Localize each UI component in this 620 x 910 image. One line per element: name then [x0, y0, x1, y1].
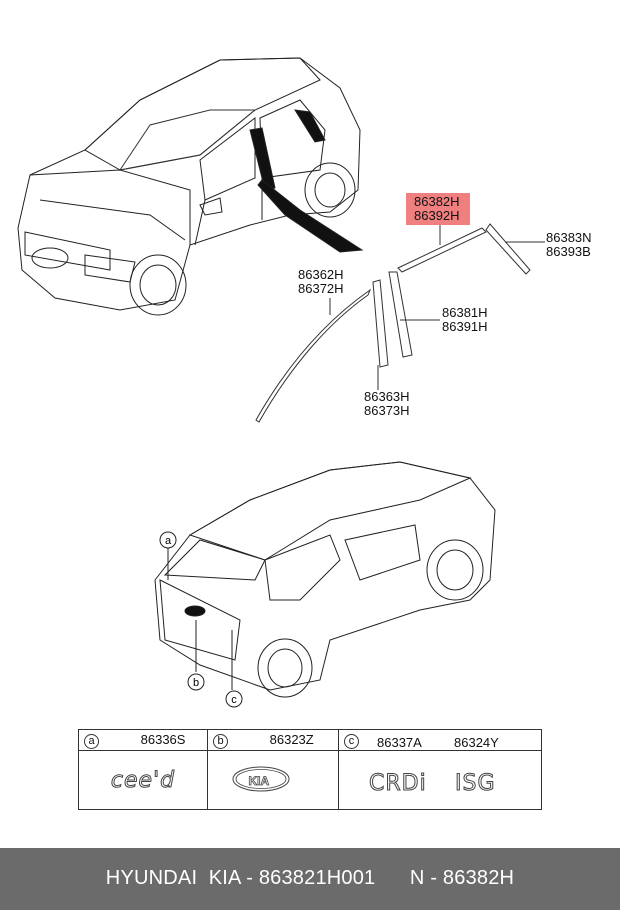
emblem-legend-table: a 86336S b 86323Z c cee'd KIA 86337A 863… — [78, 729, 542, 810]
roof-trim-callout: 86362H 86372H — [298, 268, 344, 296]
legend-cell-b: b 86323Z — [207, 729, 339, 751]
legend-letter-b: b — [213, 733, 228, 749]
legend-part-c2: 86324Y — [454, 735, 499, 750]
footer-bar: HYUNDAI KIA - 863821H001 N - 86382H — [0, 848, 620, 910]
part-86382h: 86382H — [414, 194, 460, 209]
highlighted-callout: 86382H 86392H — [406, 193, 470, 225]
legend-header-row: a 86336S b 86323Z c — [78, 729, 542, 751]
part-86381h: 86381H — [442, 305, 488, 320]
part-86373h: 86373H — [364, 403, 410, 418]
legend-letter-c: c — [344, 733, 359, 749]
rear-car-illustration — [154, 461, 496, 708]
part-86362h: 86362H — [298, 267, 344, 282]
part-86363h: 86363H — [364, 389, 410, 404]
emblem-ceed-text: cee'd — [110, 767, 176, 793]
part-86372h: 86372H — [298, 281, 344, 296]
legend-cell-c: c — [338, 729, 542, 751]
emblem-kia: KIA — [207, 750, 339, 810]
kia-oval-icon — [232, 766, 290, 791]
legend-part-c1: 86337A — [377, 735, 422, 750]
pillar-inner-callout: 86363H 86373H — [364, 390, 410, 418]
tag-c: c — [231, 694, 237, 706]
part-86391h: 86391H — [442, 319, 488, 334]
legend-letter-a: a — [84, 733, 99, 749]
part-86383n: 86383N — [546, 230, 592, 245]
legend-cell-a: a 86336S — [78, 729, 208, 751]
part-86393b: 86393B — [546, 244, 591, 259]
pillar-outer-callout: 86381H 86391H — [442, 306, 488, 334]
tag-a: a — [165, 535, 172, 547]
emblem-isg-text: ISG — [455, 771, 496, 797]
part-86392h: 86392H — [414, 208, 460, 223]
footer-part-numbers: HYUNDAI KIA - 863821H001 N - 86382H — [105, 867, 515, 889]
emblem-ceed: cee'd — [78, 750, 208, 810]
parts-diagram: a b c — [17, 57, 545, 708]
emblem-kia-text: KIA — [248, 773, 270, 788]
front-car-illustration — [17, 57, 364, 316]
right-trim-callout: 86383N 86393B — [546, 231, 592, 259]
emblem-crdi-text: CRDi — [369, 771, 427, 797]
emblem-c-cell: 86337A 86324Y CRDi ISG — [338, 735, 542, 810]
legend-emblem-row: cee'd KIA 86337A 86324Y CRDi ISG — [78, 735, 542, 810]
tag-b: b — [193, 677, 199, 689]
trim-parts — [255, 218, 545, 423]
legend-part-b: 86323Z — [269, 731, 314, 747]
legend-part-a: 86336S — [140, 731, 186, 747]
